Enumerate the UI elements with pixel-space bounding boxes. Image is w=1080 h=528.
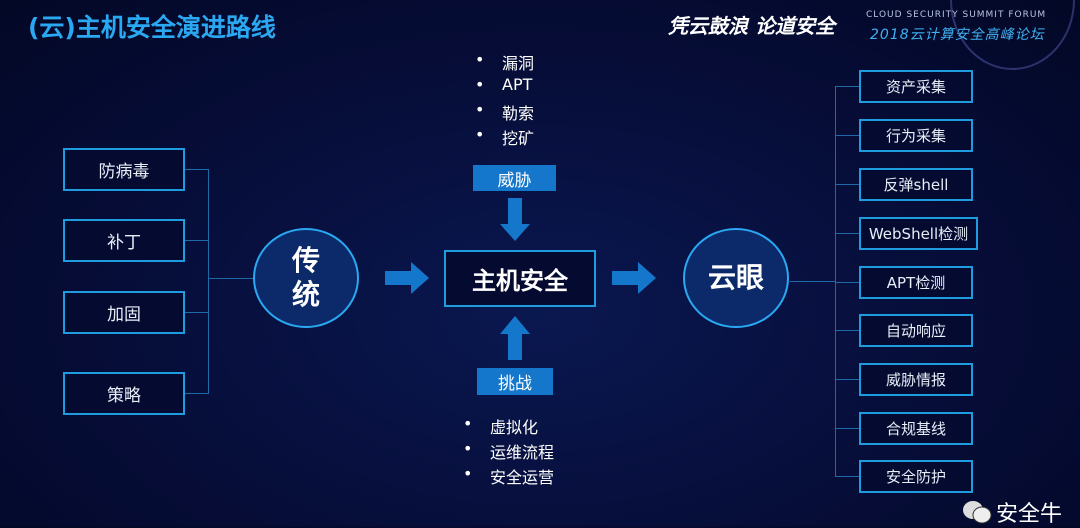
forum-logo: 凭云鼓浪 论道安全 bbox=[668, 14, 835, 38]
traditional-item: 加固 bbox=[63, 291, 185, 334]
traditional-item: 策略 bbox=[63, 372, 185, 415]
traditional-circle: 传统 bbox=[253, 228, 359, 328]
up-arrow-icon bbox=[500, 316, 530, 360]
bracket-line bbox=[208, 169, 209, 394]
cloud-eye-item: WebShell检测 bbox=[859, 217, 978, 250]
right-arrow-icon bbox=[385, 262, 429, 294]
cloud-eye-item: 自动响应 bbox=[859, 314, 973, 347]
challenge-item: •安全运营 bbox=[463, 464, 555, 487]
cloud-eye-item: APT检测 bbox=[859, 266, 973, 299]
connector bbox=[835, 476, 859, 477]
connector bbox=[835, 135, 859, 136]
page-title: (云)主机安全演进路线 bbox=[28, 13, 276, 42]
connector bbox=[185, 312, 208, 313]
cloud-eye-item: 资产采集 bbox=[859, 70, 973, 103]
cloud-eye-item: 安全防护 bbox=[859, 460, 973, 493]
cloud-eye-item: 威胁情报 bbox=[859, 363, 973, 396]
challenge-item: •虚拟化 bbox=[463, 414, 539, 437]
forum-name-en: CLOUD SECURITY SUMMIT FORUM bbox=[866, 10, 1047, 20]
forum-name-cn: 2018云计算安全高峰论坛 bbox=[870, 27, 1045, 43]
wechat-icon bbox=[963, 501, 992, 524]
watermark-text: 安全牛 bbox=[996, 502, 1063, 527]
challenge-item: •运维流程 bbox=[463, 439, 555, 462]
threat-item: •APT bbox=[475, 75, 533, 94]
threat-item: •漏洞 bbox=[475, 50, 535, 73]
bracket-line bbox=[835, 86, 836, 477]
threat-item: •勒索 bbox=[475, 100, 535, 123]
right-arrow-icon bbox=[612, 262, 656, 294]
down-arrow-icon bbox=[500, 198, 530, 241]
connector bbox=[208, 278, 254, 279]
connector bbox=[790, 281, 835, 282]
challenges-tag: 挑战 bbox=[477, 368, 553, 395]
cloud-eye-label: 云眼 bbox=[707, 261, 764, 295]
cloud-eye-item: 反弹shell bbox=[859, 168, 973, 201]
connector bbox=[185, 393, 208, 394]
traditional-item: 补丁 bbox=[63, 219, 185, 262]
watermark: 安全牛 bbox=[962, 496, 1062, 528]
cloud-eye-circle: 云眼 bbox=[683, 228, 789, 328]
connector bbox=[185, 169, 208, 170]
connector bbox=[835, 86, 859, 87]
host-security-box: 主机安全 bbox=[444, 250, 596, 307]
connector bbox=[835, 184, 859, 185]
connector bbox=[185, 240, 208, 241]
connector bbox=[835, 282, 859, 283]
threat-item: •挖矿 bbox=[475, 125, 535, 148]
connector bbox=[835, 233, 859, 234]
cloud-eye-item: 行为采集 bbox=[859, 119, 973, 152]
connector bbox=[835, 428, 859, 429]
traditional-label: 传统 bbox=[291, 244, 320, 311]
connector bbox=[835, 379, 859, 380]
connector bbox=[835, 330, 859, 331]
threats-tag: 威胁 bbox=[473, 165, 556, 191]
traditional-item: 防病毒 bbox=[63, 148, 185, 191]
cloud-eye-item: 合规基线 bbox=[859, 412, 973, 445]
